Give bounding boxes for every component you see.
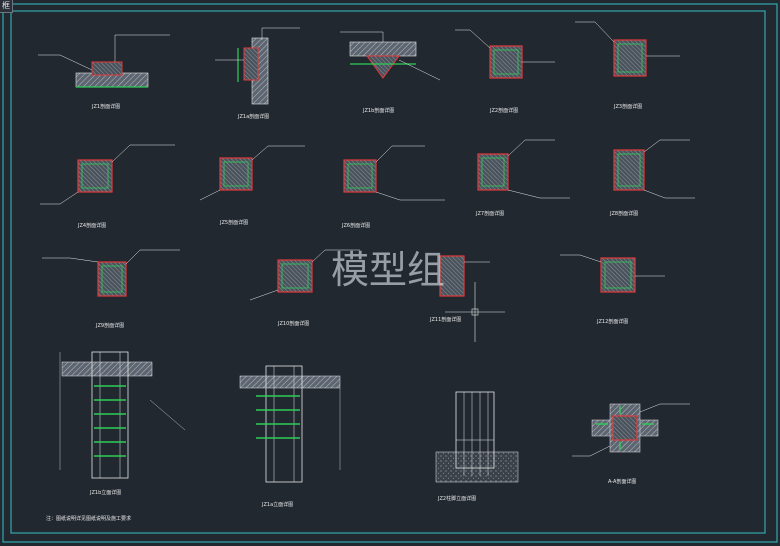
caption: JZ5剖面详图 bbox=[219, 219, 248, 226]
caption: JZ1剖面详图 bbox=[91, 103, 120, 110]
detail-jz3[interactable]: JZ3剖面详图 bbox=[575, 21, 680, 110]
caption: JZ4剖面详图 bbox=[77, 222, 106, 229]
caption: JZ8剖面详图 bbox=[609, 210, 638, 217]
caption: JZ1a立面详图 bbox=[261, 501, 293, 508]
detail-jz10[interactable]: JZ10剖面详图 bbox=[249, 249, 360, 327]
caption: JZ2柱脚立面详图 bbox=[437, 495, 476, 502]
detail-jz5[interactable]: JZ5剖面详图 bbox=[199, 145, 305, 226]
caption: JZ7剖面详图 bbox=[475, 210, 504, 217]
detail-jz1b-elevation[interactable]: JZ1b立面详图 bbox=[59, 351, 186, 496]
caption: JZ1b立面详图 bbox=[89, 489, 121, 496]
detail-jz7[interactable]: JZ7剖面详图 bbox=[475, 139, 570, 217]
detail-jz8[interactable]: JZ8剖面详图 bbox=[609, 139, 695, 217]
watermark: 模型组 bbox=[331, 248, 446, 292]
caption: JZ1a剖面详图 bbox=[237, 113, 269, 120]
detail-aa-section[interactable]: A-A剖面详图 bbox=[572, 403, 690, 485]
caption: JZ2剖面详图 bbox=[489, 107, 518, 114]
detail-jz1[interactable]: JZ1剖面详图 bbox=[38, 34, 170, 110]
detail-jz12[interactable]: JZ12剖面详图 bbox=[560, 254, 665, 325]
detail-jz6[interactable]: JZ6剖面详图 bbox=[341, 145, 445, 229]
detail-jz2-elevation[interactable]: JZ2柱脚立面详图 bbox=[435, 391, 519, 502]
caption: JZ3剖面详图 bbox=[613, 103, 642, 110]
inner-frame bbox=[10, 10, 766, 534]
drawing-tab-label[interactable]: 框 bbox=[0, 0, 13, 13]
detail-jz2[interactable]: JZ2剖面详图 bbox=[455, 29, 555, 114]
detail-jz4[interactable]: JZ4剖面详图 bbox=[40, 144, 175, 229]
caption: JZ10剖面详图 bbox=[277, 320, 309, 327]
caption: JZ9剖面详图 bbox=[95, 322, 124, 329]
detail-jz11[interactable]: JZ11剖面详图 bbox=[429, 255, 505, 342]
detail-jz1a-elevation[interactable]: JZ1a立面详图 bbox=[239, 365, 341, 508]
caption: JZ12剖面详图 bbox=[596, 318, 628, 325]
caption: A-A剖面详图 bbox=[608, 478, 636, 485]
detail-jz1b[interactable]: JZ1b剖面详图 bbox=[340, 31, 441, 114]
caption: JZ6剖面详图 bbox=[341, 222, 370, 229]
caption: JZ1b剖面详图 bbox=[362, 107, 394, 114]
caption: JZ11剖面详图 bbox=[429, 316, 461, 323]
outer-frame bbox=[2, 3, 778, 543]
detail-jz9[interactable]: JZ9剖面详图 bbox=[42, 249, 180, 329]
detail-jz1a[interactable]: JZ1a剖面详图 bbox=[215, 27, 300, 120]
drawing-note: 注：图纸说明详见图纸说明及施工要求 bbox=[46, 515, 131, 522]
